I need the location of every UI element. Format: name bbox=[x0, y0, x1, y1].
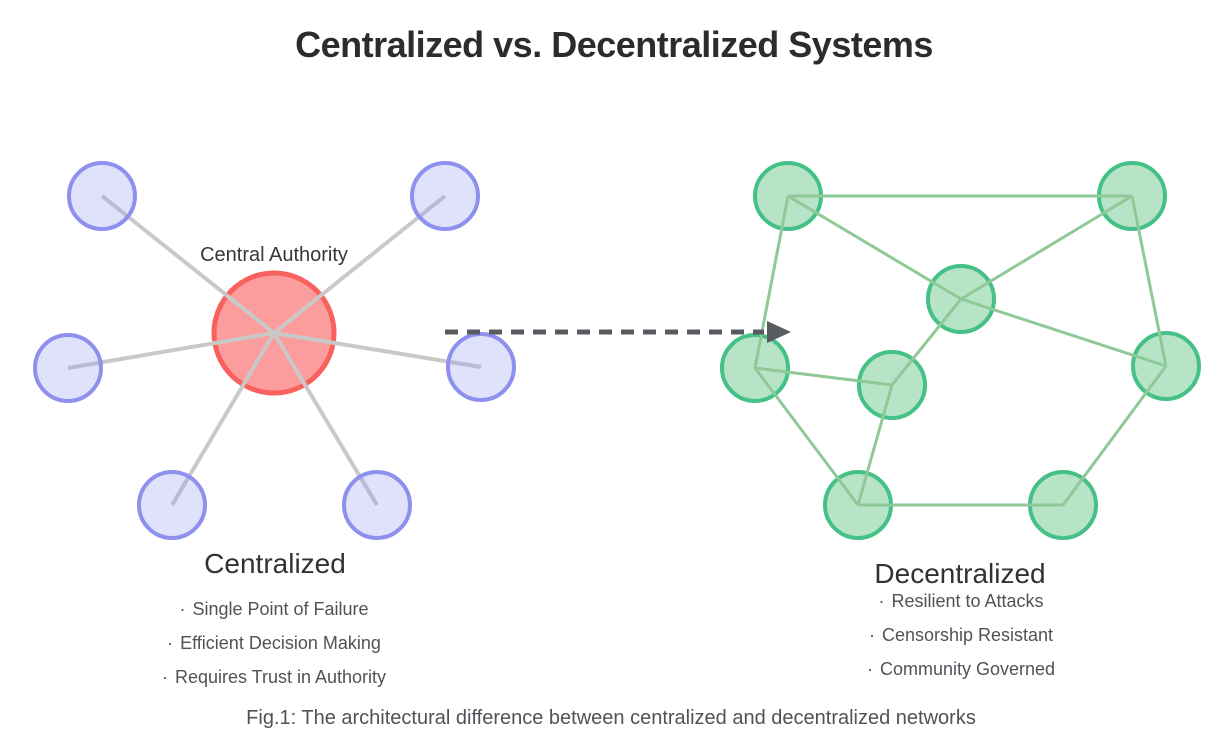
bullet-text: Requires Trust in Authority bbox=[174, 667, 387, 687]
centralized-bullet-list: · Single Point of Failure · Efficient Deci… bbox=[162, 599, 386, 701]
bullet-text: Censorship Resistant bbox=[881, 625, 1054, 645]
bullet-item: · Efficient Decision Making bbox=[167, 633, 381, 654]
bullet-dot: · bbox=[868, 625, 875, 645]
central-authority-label: Central Authority bbox=[200, 244, 348, 266]
bullet-item: · Single Point of Failure bbox=[179, 599, 368, 620]
bullet-item: · Requires Trust in Authority bbox=[162, 667, 386, 688]
decentralized-heading: Decentralized bbox=[874, 558, 1046, 589]
bullet-dot: · bbox=[866, 659, 873, 679]
page-title: Centralized vs. Decentralized Systems bbox=[295, 24, 933, 65]
client-node bbox=[33, 333, 103, 403]
bullet-item: · Resilient to Attacks bbox=[878, 591, 1043, 612]
peer-link bbox=[1061, 365, 1168, 506]
peer-link bbox=[753, 195, 790, 369]
bullet-text: Single Point of Failure bbox=[192, 599, 369, 619]
client-node bbox=[342, 470, 412, 540]
client-node bbox=[446, 332, 516, 402]
client-node bbox=[137, 470, 207, 540]
peer-link bbox=[754, 366, 893, 387]
bullet-dot: · bbox=[878, 591, 885, 611]
spoke-link bbox=[100, 194, 276, 335]
transition-arrowhead bbox=[767, 321, 791, 343]
peer-link bbox=[960, 194, 1133, 301]
peer-link bbox=[856, 384, 894, 506]
client-node bbox=[67, 161, 137, 231]
bullet-dot: · bbox=[161, 667, 168, 687]
peer-link bbox=[890, 298, 963, 386]
bullet-item: · Censorship Resistant bbox=[869, 625, 1053, 646]
client-node bbox=[410, 161, 480, 231]
bullet-item: · Community Governed bbox=[867, 659, 1055, 680]
spoke-link bbox=[272, 194, 447, 335]
bullet-text: Resilient to Attacks bbox=[891, 591, 1044, 611]
bullet-dot: · bbox=[167, 633, 174, 653]
figure-caption: Fig.1: The architectural difference betw… bbox=[246, 707, 976, 729]
peer-link bbox=[787, 194, 962, 301]
decentralized-bullet-list: · Resilient to Attacks · Censorship Resist… bbox=[867, 591, 1055, 693]
bullet-text: Efficient Decision Making bbox=[180, 633, 381, 653]
peer-link bbox=[1130, 195, 1168, 367]
centralized-heading: Centralized bbox=[204, 548, 346, 579]
bullet-dot: · bbox=[179, 599, 186, 619]
peer-link bbox=[960, 297, 1167, 368]
bullet-text: Community Governed bbox=[879, 659, 1056, 679]
peer-link bbox=[753, 367, 860, 506]
